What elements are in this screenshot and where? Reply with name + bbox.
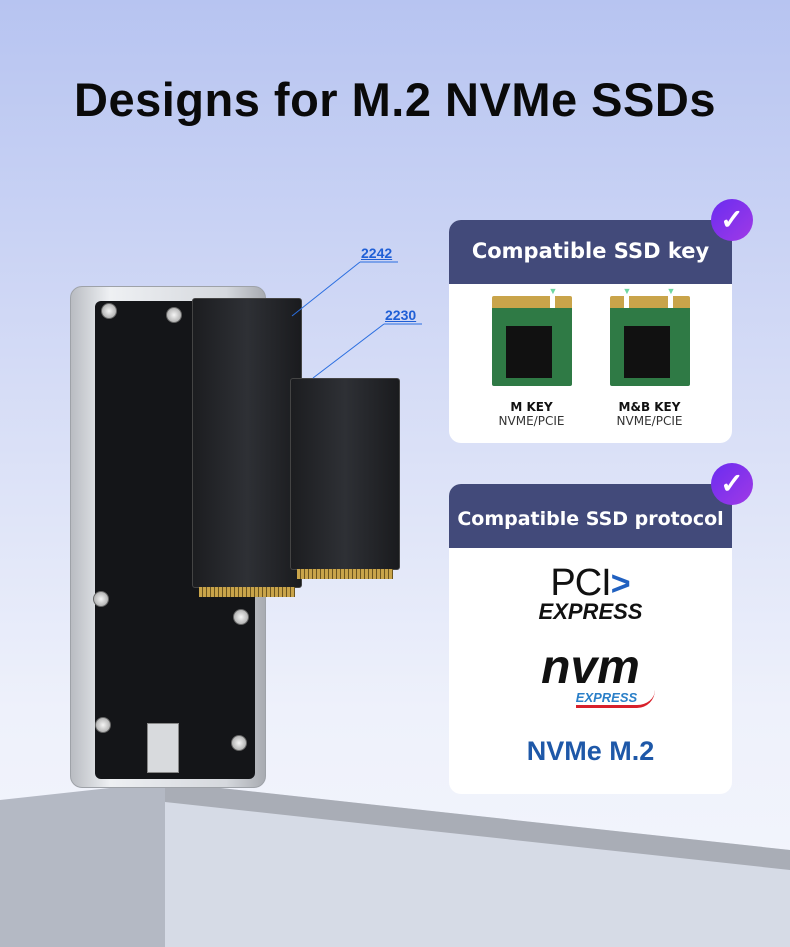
nvm-logo-text: nvm: [541, 641, 640, 694]
compatible-key-card: Compatible SSD key ▼ M KEY NVME/PCIE ▼▼ …: [449, 220, 732, 443]
screw-icon: [93, 591, 109, 607]
key-item-mb: ▼▼ M&B KEY NVME/PCIE: [605, 286, 695, 428]
screw-icon: [233, 609, 249, 625]
key-label: M&B KEY: [618, 400, 681, 414]
ssd-2242-image: [192, 298, 302, 597]
key-sub: NVME/PCIE: [498, 414, 565, 428]
screw-icon: [231, 735, 247, 751]
pci-logo-subtext: EXPRESS: [538, 599, 643, 624]
key-sub: NVME/PCIE: [616, 414, 683, 428]
screw-icon: [101, 303, 117, 319]
check-badge-icon: ✓: [711, 463, 753, 505]
mb-key-pcb-image: ▼▼: [609, 286, 690, 386]
screw-icon: [166, 307, 182, 323]
nvm-express-logo: nvm EXPRESS: [449, 641, 732, 708]
nvm-logo-subtext: EXPRESS: [575, 690, 656, 708]
pci-arrow-icon: >: [610, 565, 631, 603]
page-headline: Designs for M.2 NVMe SSDs: [74, 73, 716, 126]
pci-express-logo: PCI> EXPRESS: [449, 562, 732, 625]
compatible-protocol-card: Compatible SSD protocol PCI> EXPRESS nvm…: [449, 484, 732, 794]
ssd-2230-image: [290, 378, 400, 579]
check-badge-icon: ✓: [711, 199, 753, 241]
pci-logo-text: PCI: [550, 562, 611, 604]
protocol-card-title: Compatible SSD protocol: [449, 484, 732, 548]
nvme-m2-label: NVMe M.2: [526, 736, 655, 766]
key-card-title: Compatible SSD key: [449, 220, 732, 284]
callout-2230: 2230: [385, 307, 417, 323]
key-item-m: ▼ M KEY NVME/PCIE: [487, 286, 577, 428]
key-label: M KEY: [510, 400, 553, 414]
callout-2242: 2242: [361, 245, 393, 261]
m-key-pcb-image: ▼: [491, 286, 572, 386]
screw-icon: [95, 717, 111, 733]
pedestal-surface: [0, 782, 790, 947]
